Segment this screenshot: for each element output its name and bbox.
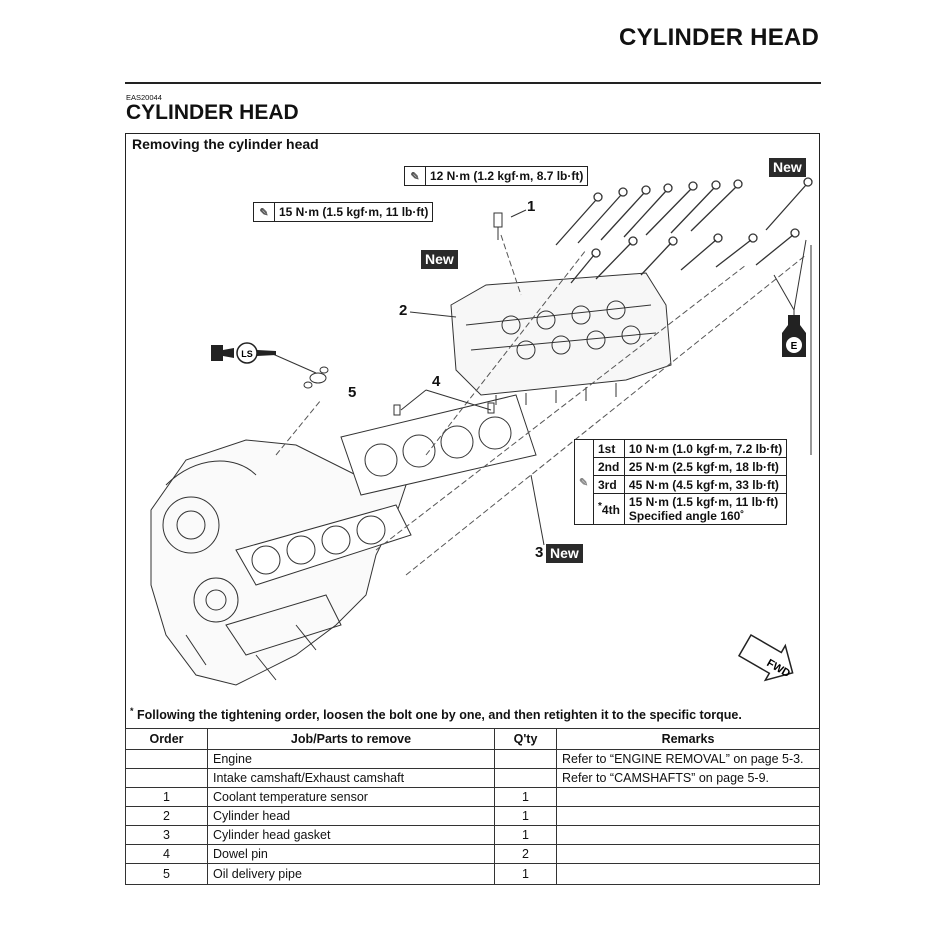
table-row: 2 Cylinder head 1	[125, 806, 820, 826]
step-label-text: 4th	[601, 503, 620, 517]
step-value: 45 N·m (4.5 kgf·m, 33 lb·ft)	[623, 475, 788, 494]
torque-pipe-text: 15 N·m (1.5 kgf·m, 11 lb·ft)	[279, 205, 429, 219]
parts-table: Order Job/Parts to remove Q'ty Remarks E…	[125, 728, 820, 885]
table-row: 3 Cylinder head gasket 1	[125, 825, 820, 845]
cell-order	[125, 749, 208, 769]
cell-order	[125, 768, 208, 788]
note-asterisk: *	[130, 706, 134, 716]
step-value-torque: 15 N·m (1.5 kgf·m, 11 lb·ft)	[628, 495, 779, 509]
table-row: 1 Coolant temperature sensor 1	[125, 787, 820, 807]
torque-sensor-text: 12 N·m (1.2 kgf·m, 8.7 lb·ft)	[430, 169, 584, 183]
col-header-qty: Q'ty	[494, 728, 557, 750]
col-header-order: Order	[125, 728, 208, 750]
cell-remarks	[556, 787, 820, 807]
exploded-view-illustration: LS E FWD	[150, 177, 813, 686]
step-label: 3rd	[593, 475, 625, 494]
callout-3: 3	[535, 544, 544, 561]
cell-order: 5	[125, 863, 208, 885]
diagram-frame	[125, 133, 820, 885]
cell-job: Intake camshaft/Exhaust camshaft	[207, 768, 495, 788]
parts-table-header: Order Job/Parts to remove Q'ty Remarks	[125, 728, 820, 750]
new-badge-bolts: New	[769, 158, 806, 177]
cell-remarks: Refer to “CAMSHAFTS” on page 5-9.	[556, 768, 820, 788]
callout-1: 1	[527, 198, 536, 215]
table-row: Intake camshaft/Exhaust camshaft Refer t…	[125, 768, 820, 788]
cell-order: 4	[125, 844, 208, 864]
page-header-title: CYLINDER HEAD	[619, 24, 819, 51]
wrench-icon: ✎	[254, 203, 275, 221]
cell-job: Dowel pin	[207, 844, 495, 864]
section-title: CYLINDER HEAD	[126, 101, 299, 124]
tightening-row: ✎ 1st 10 N·m (1.0 kgf·m, 7.2 lb·ft)	[574, 439, 788, 525]
tightening-note: * Following the tightening order, loosen…	[130, 706, 742, 722]
torque-spec-sensor: ✎ 12 N·m (1.2 kgf·m, 8.7 lb·ft)	[404, 166, 589, 186]
torque-spec-pipe: ✎ 15 N·m (1.5 kgf·m, 11 lb·ft)	[253, 202, 434, 222]
cell-remarks: Refer to “ENGINE REMOVAL” on page 5-3.	[556, 749, 820, 769]
callout-5: 5	[348, 384, 357, 401]
step-label: 1st	[593, 439, 625, 458]
col-header-job: Job/Parts to remove	[207, 728, 495, 750]
cell-remarks	[556, 806, 820, 826]
step-value: 25 N·m (2.5 kgf·m, 18 lb·ft)	[623, 457, 788, 476]
cell-qty: 1	[494, 806, 557, 826]
tightening-row: 3rd 45 N·m (4.5 kgf·m, 33 lb·ft)	[575, 475, 788, 494]
step-label: *4th	[593, 493, 625, 525]
new-badge-gasket: New	[546, 544, 583, 563]
cell-job: Cylinder head	[207, 806, 495, 826]
sealant-tube-icon: LS	[211, 342, 276, 364]
tightening-row: 2nd 25 N·m (2.5 kgf·m, 18 lb·ft)	[575, 457, 788, 476]
cell-order: 1	[125, 787, 208, 807]
col-header-remarks: Remarks	[556, 728, 820, 750]
cell-qty	[494, 768, 557, 788]
cell-order: 3	[125, 825, 208, 845]
new-badge-sensor: New	[421, 250, 458, 269]
oil-label: E	[791, 341, 798, 352]
cell-remarks	[556, 844, 820, 864]
callout-2: 2	[399, 302, 408, 319]
cell-qty: 2	[494, 844, 557, 864]
step-label: 2nd	[593, 457, 625, 476]
table-row: 4 Dowel pin 2	[125, 844, 820, 864]
cell-job: Cylinder head gasket	[207, 825, 495, 845]
tightening-order-table: ✎ 1st 10 N·m (1.0 kgf·m, 7.2 lb·ft) 2nd …	[574, 439, 788, 525]
lube-label: LS	[241, 349, 253, 359]
cell-qty: 1	[494, 863, 557, 885]
engine-oil-icon: E	[782, 315, 806, 357]
note-text: Following the tightening order, loosen t…	[133, 708, 742, 723]
diagram-subheading: Removing the cylinder head	[132, 136, 319, 152]
header-rule	[125, 82, 821, 84]
step-value: 10 N·m (1.0 kgf·m, 7.2 lb·ft)	[623, 439, 788, 458]
step-value-angle: Specified angle 160˚	[628, 509, 745, 523]
step-value: 15 N·m (1.5 kgf·m, 11 lb·ft)Specified an…	[623, 493, 788, 525]
cell-job: Engine	[207, 749, 495, 769]
wrench-icon: ✎	[405, 167, 426, 185]
cell-job: Oil delivery pipe	[207, 863, 495, 885]
section-code: EAS20044	[126, 93, 162, 102]
tightening-row: *4th 15 N·m (1.5 kgf·m, 11 lb·ft)Specifi…	[575, 493, 788, 525]
table-row: Engine Refer to “ENGINE REMOVAL” on page…	[125, 749, 820, 769]
cell-job: Coolant temperature sensor	[207, 787, 495, 807]
cell-remarks	[556, 863, 820, 885]
table-row: 5 Oil delivery pipe 1	[125, 863, 820, 885]
cylinder-head	[450, 272, 672, 396]
wrench-icon: ✎	[574, 439, 594, 525]
callout-4: 4	[432, 373, 441, 390]
cell-remarks	[556, 825, 820, 845]
head-gasket	[340, 394, 537, 496]
step-asterisk: *	[598, 501, 602, 512]
cell-qty: 1	[494, 825, 557, 845]
cell-qty: 1	[494, 787, 557, 807]
cell-order: 2	[125, 806, 208, 826]
cell-qty	[494, 749, 557, 769]
